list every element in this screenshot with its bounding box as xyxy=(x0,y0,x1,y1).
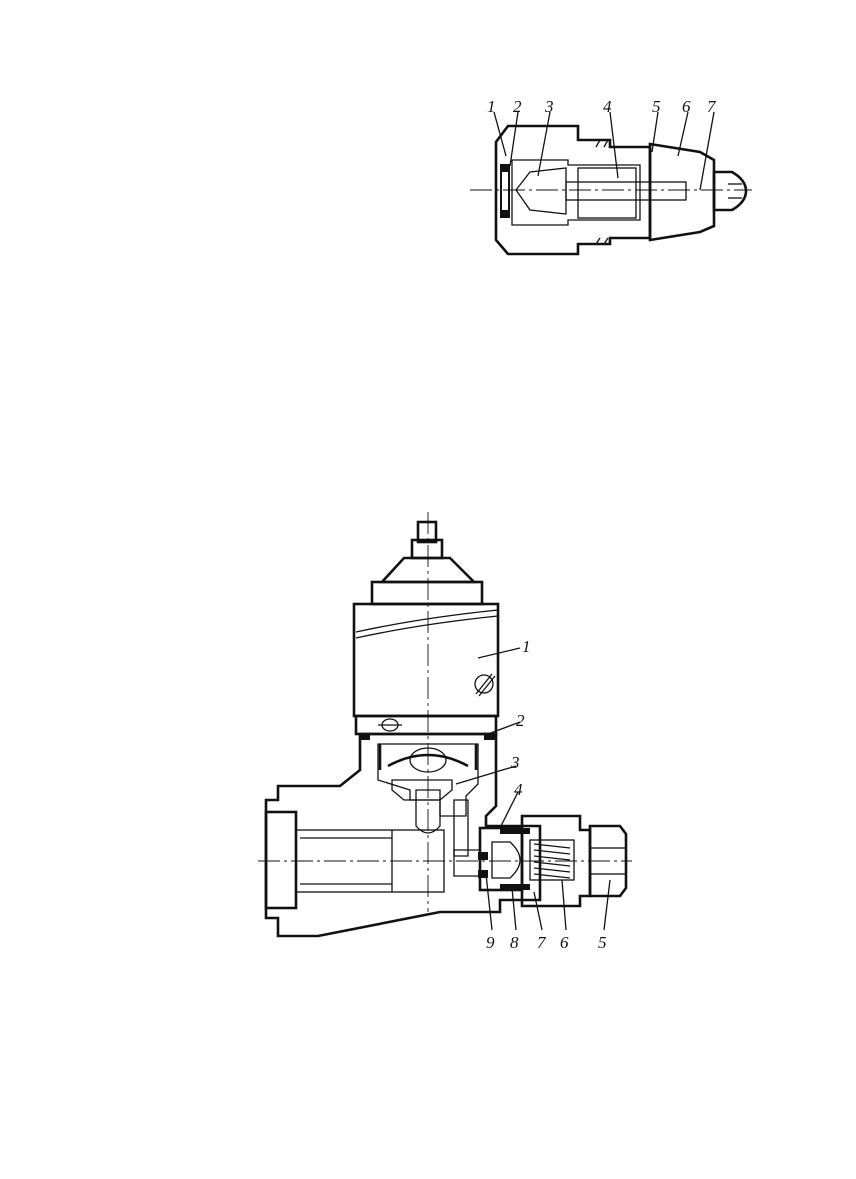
lower-label-1: 1 xyxy=(522,637,531,656)
lower-label-group: 1 2 3 4 9 8 7 6 5 xyxy=(486,637,607,952)
lower-outlet-nipple xyxy=(588,824,628,898)
upper-inner-bore xyxy=(511,159,641,226)
upper-leaders xyxy=(493,111,715,191)
lower-label-5: 5 xyxy=(598,933,607,952)
upper-seal-insert xyxy=(502,172,508,210)
lower-label-2: 2 xyxy=(516,711,525,730)
lower-leaders xyxy=(455,647,611,931)
upper-sleeve xyxy=(577,167,637,219)
lower-label-8: 8 xyxy=(510,933,519,952)
lower-valve-stem xyxy=(415,789,441,834)
upper-screw-head xyxy=(712,170,748,212)
upper-label-4: 4 xyxy=(603,97,612,116)
upper-label-3: 3 xyxy=(544,97,554,116)
lower-body-casting xyxy=(264,732,542,938)
lower-valve-assembly: 1 2 3 4 9 8 7 6 5 xyxy=(258,512,632,952)
upper-label-2: 2 xyxy=(513,97,522,116)
lower-label-9: 9 xyxy=(486,933,495,952)
lower-label-6: 6 xyxy=(560,933,569,952)
lower-base-flange xyxy=(354,714,498,736)
lower-check-ball-seat xyxy=(491,841,521,879)
upper-spindle xyxy=(565,181,687,201)
lower-inlet-thread xyxy=(264,810,298,910)
lower-cap-plate xyxy=(370,580,484,606)
lower-knob-stem xyxy=(416,520,438,544)
upper-label-group: 1 2 3 4 5 6 7 xyxy=(487,97,717,116)
upper-label-7: 7 xyxy=(707,97,717,116)
lower-label-7: 7 xyxy=(537,933,547,952)
upper-valve-section: 1 2 3 4 5 6 7 xyxy=(470,97,752,256)
lower-actuator-housing xyxy=(352,602,500,718)
lower-housing-screw xyxy=(474,674,494,694)
lower-spring-pocket xyxy=(529,839,575,881)
lower-side-channel xyxy=(453,799,469,857)
lower-spring xyxy=(533,843,571,879)
lower-label-4: 4 xyxy=(514,780,523,799)
upper-label-1: 1 xyxy=(487,97,496,116)
lower-label-3: 3 xyxy=(510,753,520,772)
upper-label-6: 6 xyxy=(682,97,691,116)
upper-nozzle xyxy=(648,142,716,242)
upper-label-5: 5 xyxy=(652,97,661,116)
upper-thread-marks xyxy=(595,139,609,245)
upper-valve-cone xyxy=(515,167,567,215)
